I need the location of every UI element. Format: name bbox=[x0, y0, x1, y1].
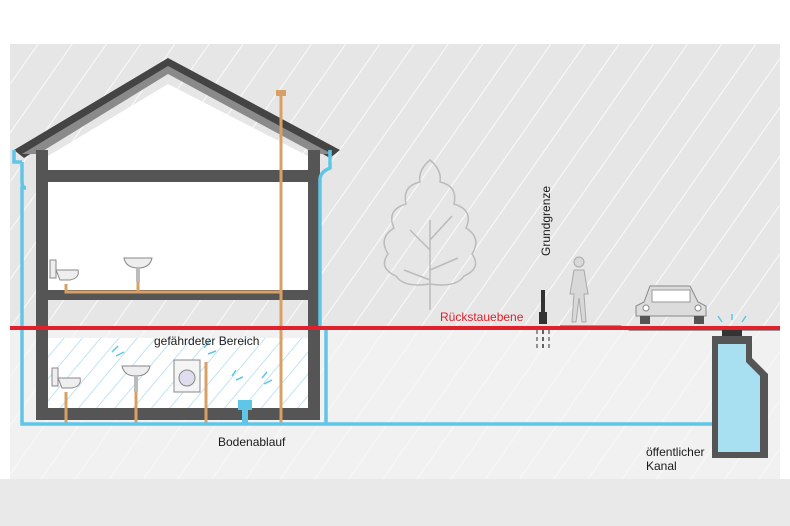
public-sewer-label-1: öffentlicher bbox=[646, 445, 704, 459]
rainwater-pipe bbox=[12, 150, 742, 426]
car-icon bbox=[635, 285, 707, 324]
person-icon bbox=[569, 256, 589, 323]
property-line-marker bbox=[536, 290, 550, 350]
danger-zone-label: gefährdeter Bereich bbox=[154, 334, 259, 348]
floor-drain-icon bbox=[238, 400, 252, 424]
toilet-icon bbox=[51, 367, 81, 389]
washbasin-icon bbox=[123, 257, 153, 282]
washing-machine-icon bbox=[173, 359, 201, 393]
wastewater-pipe bbox=[64, 96, 283, 424]
vent-cap-icon bbox=[276, 90, 286, 96]
floor-drain-label: Bodenablauf bbox=[218, 435, 286, 449]
sewer-shaft-icon bbox=[712, 314, 768, 458]
toilet-icon bbox=[49, 259, 79, 281]
washbasin-icon bbox=[121, 365, 151, 392]
public-sewer-label-2: Kanal bbox=[646, 459, 677, 473]
backflow-splash-marks bbox=[111, 341, 273, 385]
tree-icon bbox=[383, 159, 477, 310]
property-line-label: Grundgrenze bbox=[539, 186, 553, 256]
backflow-level-label: Rückstauebene bbox=[440, 310, 524, 324]
